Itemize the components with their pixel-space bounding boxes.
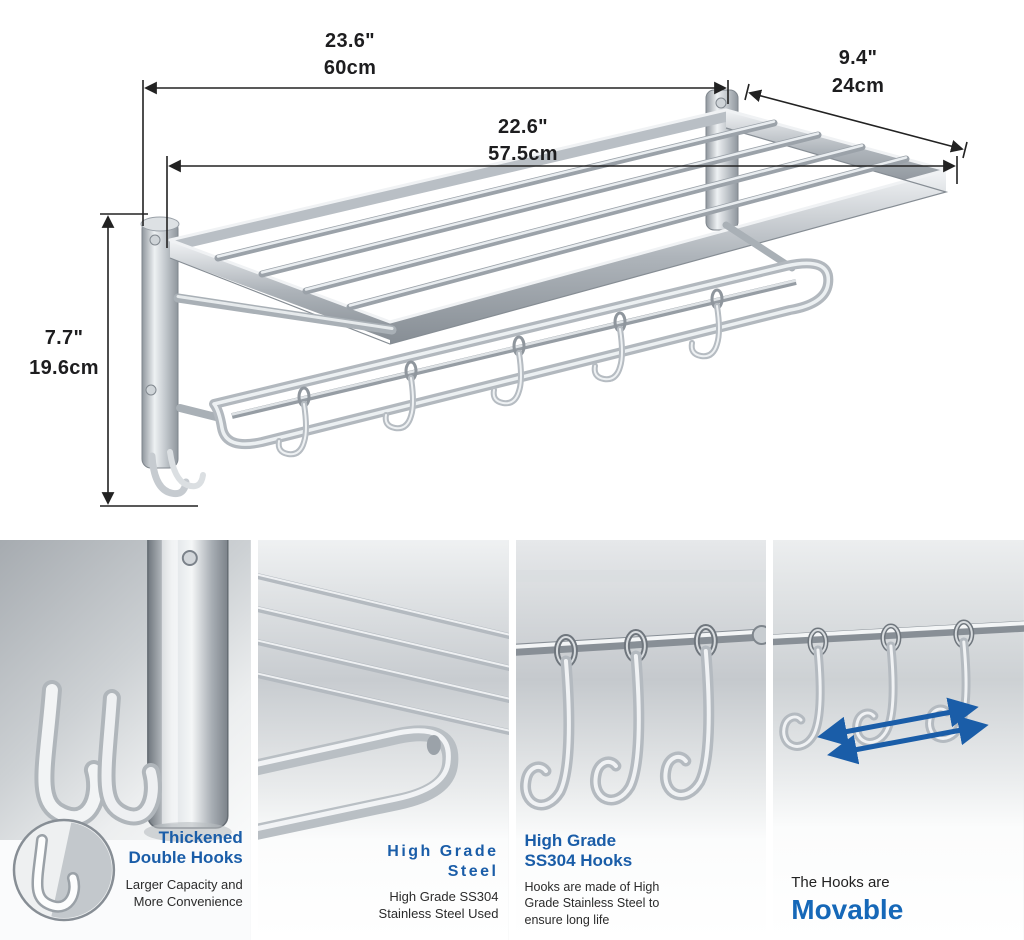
dim-height-cm-label: 19.6cm [29,357,99,379]
double-hooks-photo [0,540,251,940]
dim-top-cm-label: 60cm [323,57,377,79]
feature-panel-double-hooks: Thickened Double Hooks Larger Capacity a… [0,540,251,940]
feature-title: High Grade [387,843,499,861]
shelf-rails-closeup [257,573,509,735]
dimension-diagram-section: 23.6" 60cm 22.6" 57.5cm 9.4" 24cm 7.7" 1… [29,30,968,507]
feature-lead: The Hooks are [791,874,890,891]
dim-top-inches-label: 23.6" [325,30,375,52]
feature-title: Movable [791,894,904,925]
movable-hooks-photo [773,540,1024,940]
shelf-rails [214,119,910,311]
feature-text-double-hooks: Thickened Double Hooks Larger Capacity a… [126,828,243,910]
feature-title: Thickened [158,827,243,847]
feature-title: SS304 Hooks [524,851,633,871]
feature-desc: Grade Stainless Steel to [524,896,660,910]
feature-desc: Stainless Steel Used [378,905,499,921]
feature-panel-movable-hooks: The Hooks are Movable [773,540,1024,940]
feature-text-ss304-hooks: High Grade SS304 Hooks Hooks are made of… [525,831,660,928]
steel-shelf-photo [257,540,509,940]
double-hooks-closeup [34,680,162,828]
dim-depth-inches-label: 9.4" [838,47,878,69]
dim-inner-inches-label: 22.6" [498,116,548,138]
feature-text-movable: The Hooks are Movable [791,874,903,926]
hook-detail-inset [12,818,116,922]
feature-desc: More Convenience [133,893,243,909]
feature-panel-ss304-hooks: High Grade SS304 Hooks Hooks are made of… [515,540,767,940]
feature-title: High Grade [524,830,617,850]
towel-rack-illustration [100,80,968,507]
left-wall-bracket [140,216,206,498]
towel-bar [209,258,834,450]
sliding-hooks [275,288,724,458]
dim-height-inches-label: 7.7" [44,327,84,349]
feature-panel-high-grade-steel: High Grade Steel High Grade SS304 Stainl… [257,540,509,940]
feature-panels-section: Thickened Double Hooks Larger Capacity a… [0,540,1024,940]
movable-arrow-icon [817,697,989,765]
feature-desc: Larger Capacity and [125,876,243,892]
feature-title: Double Hooks [128,848,243,868]
dim-depth-cm-label: 24cm [831,75,885,97]
feature-title: Steel [447,862,499,880]
feature-desc: Hooks are made of High [524,879,660,894]
dim-inner-cm-label: 57.5cm [488,143,558,165]
bracket-closeup [143,540,232,842]
support-arms [173,221,796,422]
dimension-lines [100,80,968,507]
feature-text-high-grade-steel: High Grade Steel High Grade SS304 Stainl… [379,842,499,922]
shelf-frame-corner-closeup [257,725,459,840]
feature-desc: ensure long life [524,912,610,927]
feature-desc: High Grade SS304 [389,888,499,904]
hooks-closeup [519,624,718,811]
ss304-hooks-photo [515,540,767,940]
